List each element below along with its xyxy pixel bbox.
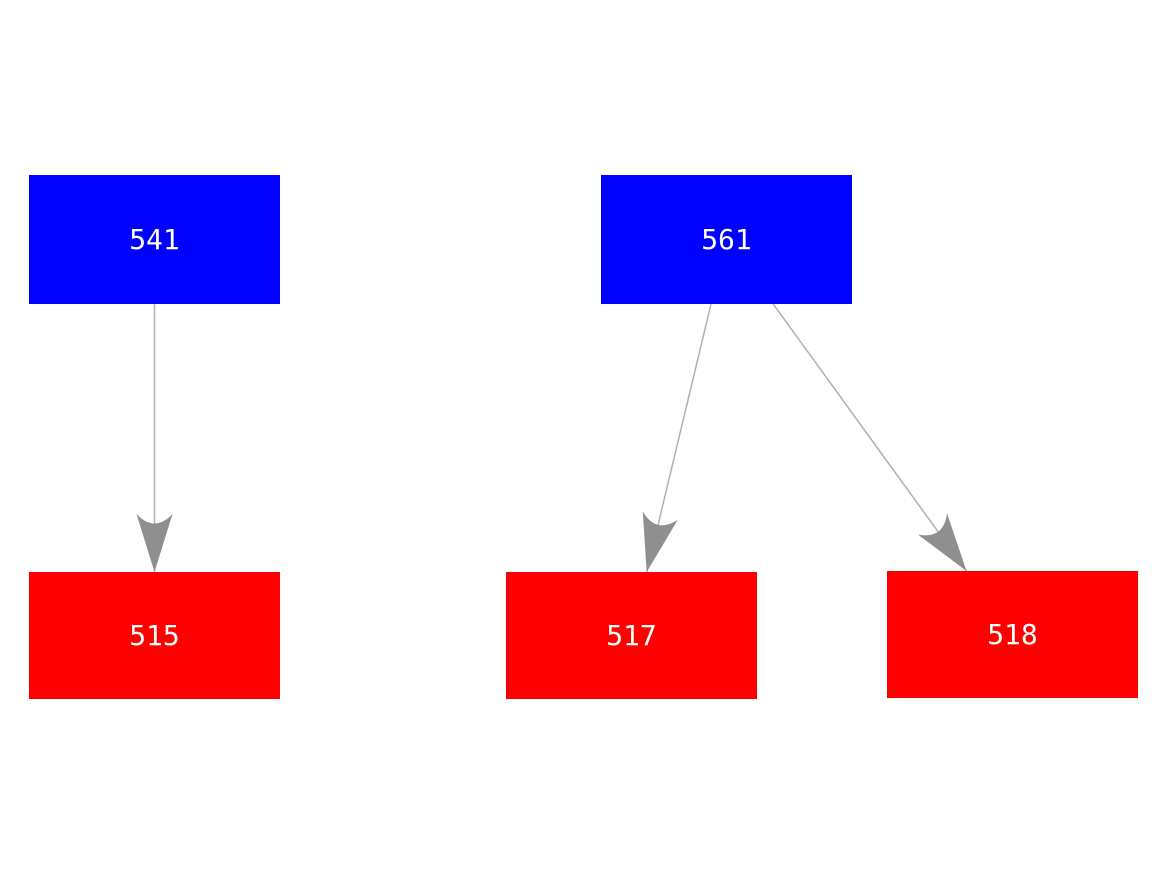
node-label: 518: [987, 617, 1038, 651]
graph-node-515[interactable]: 515: [29, 572, 280, 699]
graph-node-518[interactable]: 518: [887, 571, 1138, 698]
graph-node-561[interactable]: 561: [601, 175, 852, 304]
node-label: 541: [129, 222, 180, 256]
graph-node-541[interactable]: 541: [29, 175, 280, 304]
node-label: 515: [129, 618, 180, 652]
graph-node-517[interactable]: 517: [506, 572, 757, 699]
node-label: 517: [606, 618, 657, 652]
node-label: 561: [701, 222, 752, 256]
